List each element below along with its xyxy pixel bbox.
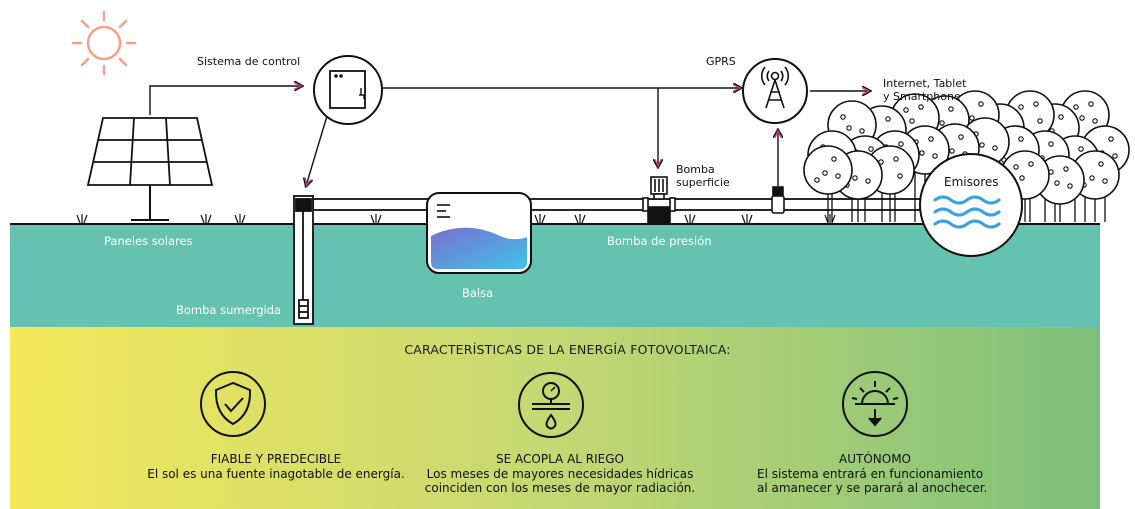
feature-irrigation-title: SE ACOPLA AL RIEGO [496, 452, 624, 466]
label-control-system: Sistema de control [197, 55, 301, 68]
shield-check-icon [200, 371, 266, 437]
water-waves-icon [933, 195, 1001, 229]
label-internet-line2: y Smartphone [883, 90, 961, 103]
surface-pump [642, 176, 676, 224]
tree-icon [803, 145, 853, 222]
features-band [10, 327, 1100, 509]
feature-irrigation-text-2: coinciden con los meses de mayor radiaci… [424, 481, 696, 495]
label-emitters: Emisores [944, 175, 999, 189]
feature-autonomous-title: AUTÓNOMO [839, 452, 911, 466]
ground-area [10, 224, 1100, 327]
control-box-icon [313, 55, 383, 125]
label-gprs: GPRS [706, 55, 736, 68]
feature-autonomous: AUTÓNOMO El sistema entrará en funcionam… [717, 452, 1017, 496]
feature-reliable: FIABLE Y PREDECIBLE El sol es una fuente… [106, 452, 446, 481]
label-surface-pump-line1: Bomba [676, 163, 715, 176]
solar-panel-icon [86, 117, 214, 221]
pipe-main [312, 198, 931, 211]
submersible-pump [293, 195, 314, 325]
connections [149, 86, 870, 186]
label-internet-line1: Internet, Tablet [883, 77, 967, 90]
label-pressure-pump: Bomba de presión [607, 234, 712, 248]
feature-reliable-title: FIABLE Y PREDECIBLE [210, 452, 342, 466]
pressure-gauge-icon [518, 372, 584, 438]
sun-icon [71, 10, 137, 76]
feature-irrigation-text-1: Los meses de mayores necesidades hídrica… [426, 466, 694, 481]
feature-autonomous-text-1: El sistema entrará en funcionamiento [757, 466, 984, 481]
features-title: CARACTERÍSTICAS DE LA ENERGÍA FOTOVOLTAI… [404, 342, 731, 357]
label-surface-pump-line2: superficie [676, 176, 730, 189]
label-solar-panels: Paneles solares [104, 234, 193, 248]
feature-reliable-text: El sol es una fuente inagotable de energ… [147, 466, 405, 481]
emitters-circle [919, 153, 1023, 257]
tree-cluster [803, 90, 1130, 222]
label-submersible-pump: Bomba sumergida [176, 303, 282, 317]
grass-tufts [76, 214, 836, 224]
sunrise-icon [842, 371, 908, 437]
antenna-icon [742, 58, 808, 124]
pond-tank [426, 192, 532, 274]
feature-autonomous-text-2: al amanecer y se parará al anochecer. [757, 481, 988, 495]
label-pond: Balsa [462, 286, 494, 300]
feature-irrigation: SE ACOPLA AL RIEGO Los meses de mayores … [390, 452, 730, 496]
pressure-sensor [771, 186, 785, 214]
